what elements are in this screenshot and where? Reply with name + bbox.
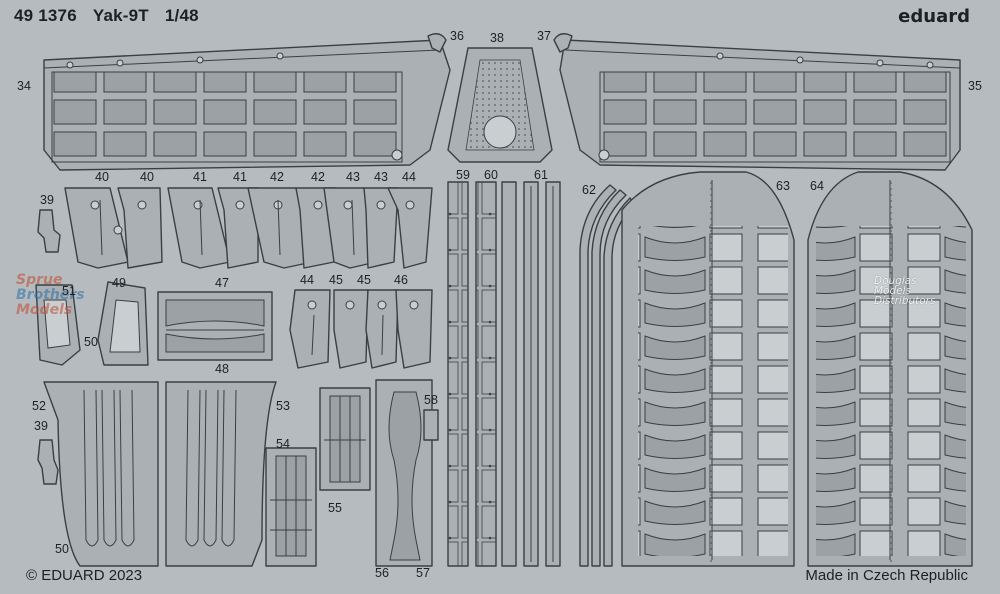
part-label-34: 34 <box>17 79 31 93</box>
parts-56-57-gear-leg <box>375 379 439 567</box>
watermark-right: Douglas Models Distributors <box>874 275 936 307</box>
watermark-right-line: Distributors <box>874 295 936 307</box>
part-label-50: 50 <box>84 335 98 349</box>
part-label-59: 59 <box>456 168 470 182</box>
part-label-55: 55 <box>328 501 342 515</box>
part-label-46: 46 <box>394 273 408 287</box>
part-label-35: 35 <box>968 79 982 93</box>
part-label-57: 57 <box>416 566 430 580</box>
part-47-48-panel <box>157 291 273 361</box>
part-label-43: 43 <box>374 170 388 184</box>
scale-label: 1/48 <box>164 6 199 25</box>
part-label-62: 62 <box>582 183 596 197</box>
part-label-45: 45 <box>329 273 343 287</box>
part-label-61: 61 <box>534 168 548 182</box>
part-label-64: 64 <box>810 179 824 193</box>
aircraft-name: Yak-9T <box>92 6 149 25</box>
part-label-44: 44 <box>300 273 314 287</box>
part-64-gear-bay <box>807 171 973 567</box>
part-label-53: 53 <box>276 399 290 413</box>
part-34-left-flap <box>43 39 451 171</box>
part-62-curved-strips <box>579 184 635 567</box>
watermark-right-line: Douglas <box>874 275 917 287</box>
part-label-36: 36 <box>450 29 464 43</box>
brand-logo: eduard <box>898 6 970 27</box>
watermark-right-line: Models <box>874 285 911 297</box>
part-label-41: 41 <box>233 170 247 184</box>
part-label-50: 50 <box>55 542 69 556</box>
part-38-tail-panel <box>447 47 553 163</box>
part-36-hook <box>427 33 447 53</box>
copyright-text: © EDUARD 2023 <box>26 567 143 584</box>
part-label-49: 49 <box>112 276 126 290</box>
watermark-left-line: Sprue <box>16 272 63 288</box>
part-label-43: 43 <box>346 170 360 184</box>
part-label-38: 38 <box>490 31 504 45</box>
part-label-54: 54 <box>276 437 290 451</box>
part-39-bracket-top <box>37 209 61 253</box>
made-in-text: Made in Czech Republic <box>805 567 968 584</box>
part-label-52: 52 <box>32 399 46 413</box>
parts-59-61-strips <box>447 181 561 567</box>
part-63-gear-bay <box>621 171 795 567</box>
part-37-hook <box>553 33 573 53</box>
parts-44-46-brackets <box>289 289 433 369</box>
part-label-39: 39 <box>40 193 54 207</box>
part-label-51: 51 <box>62 284 76 298</box>
parts-40-44-brackets <box>64 187 433 269</box>
part-label-63: 63 <box>776 179 790 193</box>
part-label-39: 39 <box>34 419 48 433</box>
part-label-45: 45 <box>357 273 371 287</box>
part-label-40: 40 <box>95 170 109 184</box>
part-label-42: 42 <box>311 170 325 184</box>
part-label-42: 42 <box>270 170 284 184</box>
part-label-56: 56 <box>375 566 389 580</box>
part-label-60: 60 <box>484 168 498 182</box>
fret-title: 49 1376 Yak-9T 1/48 <box>14 6 215 26</box>
parts-52-53-panels <box>43 381 277 567</box>
product-code: 49 1376 <box>14 6 77 25</box>
watermark-left-line: Brothers <box>16 287 85 303</box>
part-label-48: 48 <box>215 362 229 376</box>
part-55-bracket <box>319 387 371 491</box>
part-54-bracket <box>265 447 317 567</box>
part-label-41: 41 <box>193 170 207 184</box>
part-39-bracket-bottom <box>37 439 59 485</box>
watermark-left-line: Models <box>16 302 73 318</box>
part-label-58: 58 <box>424 393 438 407</box>
part-label-47: 47 <box>215 276 229 290</box>
part-35-right-flap <box>559 39 961 171</box>
part-label-40: 40 <box>140 170 154 184</box>
part-label-44: 44 <box>402 170 416 184</box>
part-label-37: 37 <box>537 29 551 43</box>
watermark-left: Sprue Brothers Models <box>16 273 85 318</box>
